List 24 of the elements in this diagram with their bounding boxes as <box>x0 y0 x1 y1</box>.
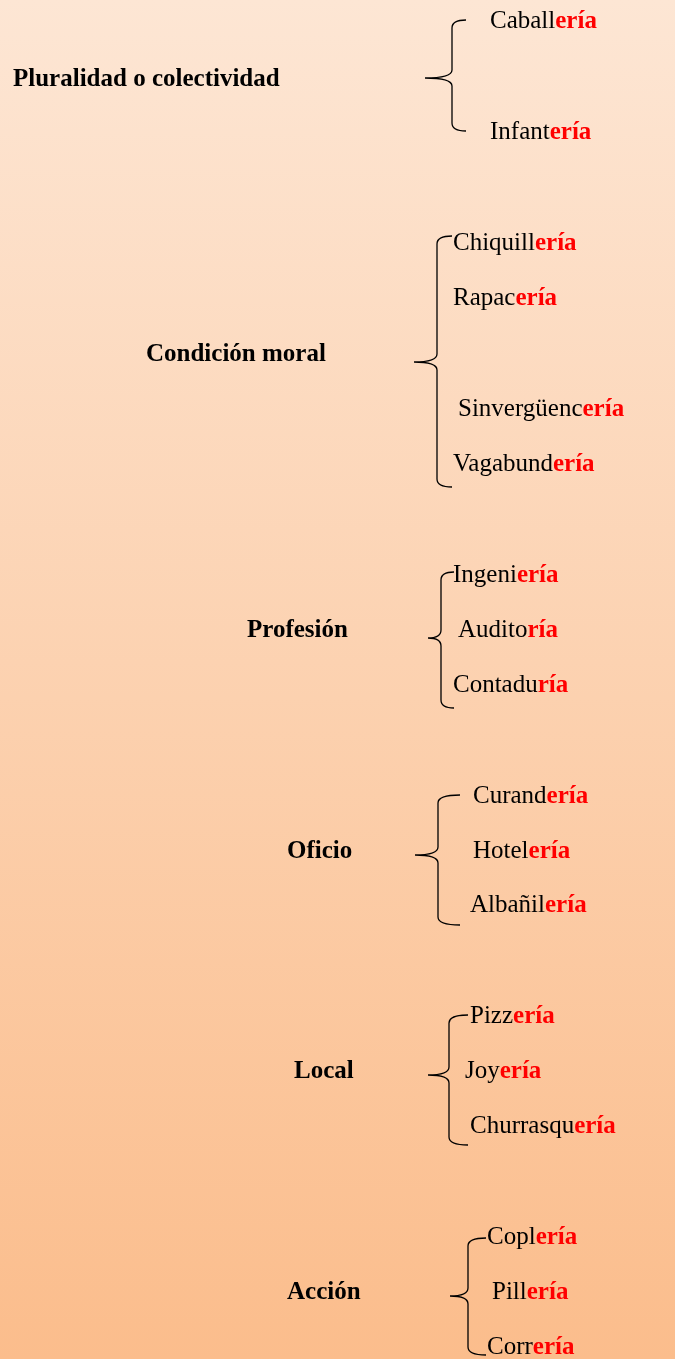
word-label: Caballería <box>490 6 597 34</box>
word-label: Infantería <box>490 117 592 145</box>
word-label: Curandería <box>473 781 589 809</box>
word-label: Sinvergüencería <box>458 394 625 422</box>
category-label: Local <box>294 1056 354 1084</box>
category-label: Acción <box>287 1277 361 1305</box>
word-label: Pizzería <box>470 1001 555 1029</box>
word-label: Albañilería <box>470 890 587 918</box>
category-label: Pluralidad o colectividad <box>13 64 280 92</box>
word-label: Vagabundería <box>453 449 595 477</box>
word-label: Pillería <box>492 1277 569 1305</box>
word-label: Auditoría <box>458 615 558 643</box>
word-label: Hotelería <box>473 836 571 864</box>
word-label: Ingeniería <box>453 560 559 588</box>
category-label: Condición moral <box>146 339 326 367</box>
word-label: Churrasquería <box>470 1111 616 1139</box>
word-label: Correría <box>487 1332 575 1359</box>
word-label: Contaduría <box>453 670 569 698</box>
word-label: Coplería <box>487 1222 578 1250</box>
category-label: Oficio <box>287 836 353 864</box>
word-label: Chiquillería <box>453 228 577 256</box>
word-label: Joyería <box>465 1056 542 1084</box>
category-label: Profesión <box>247 615 348 643</box>
word-label: Rapacería <box>453 283 558 311</box>
